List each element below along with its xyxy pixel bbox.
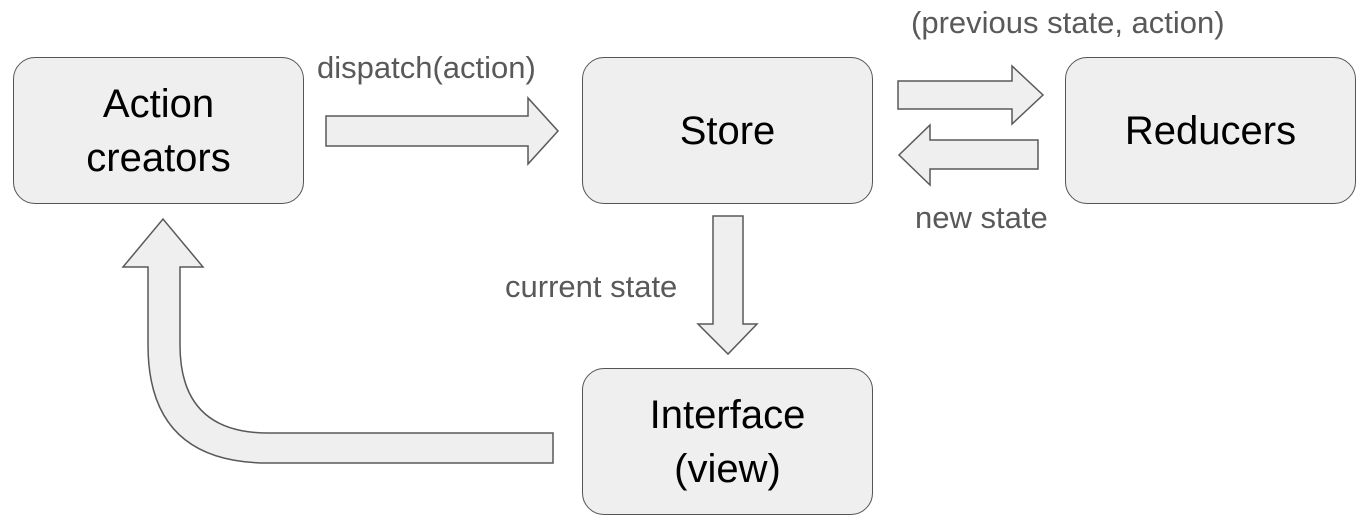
new-state-label: new state <box>915 200 1048 235</box>
store-label: Store <box>679 108 776 153</box>
new-state-arrow <box>897 123 1039 187</box>
interface-label: Interface (view) <box>649 392 806 491</box>
previous-state-action-label: (previous state, action) <box>911 5 1225 40</box>
current-state-arrow <box>696 215 759 356</box>
interface-node: Interface (view) <box>582 368 873 515</box>
return-arrow <box>121 217 554 464</box>
current-state-label: current state <box>505 269 678 304</box>
reducers-node: Reducers <box>1065 57 1356 204</box>
action-creators-label: Action creators <box>86 81 231 180</box>
reducers-label: Reducers <box>1124 108 1297 153</box>
dispatch-arrow <box>325 96 560 166</box>
store-node: Store <box>582 57 873 204</box>
previous-state-arrow <box>897 64 1045 126</box>
dispatch-label: dispatch(action) <box>317 50 536 85</box>
action-creators-node: Action creators <box>13 57 304 204</box>
